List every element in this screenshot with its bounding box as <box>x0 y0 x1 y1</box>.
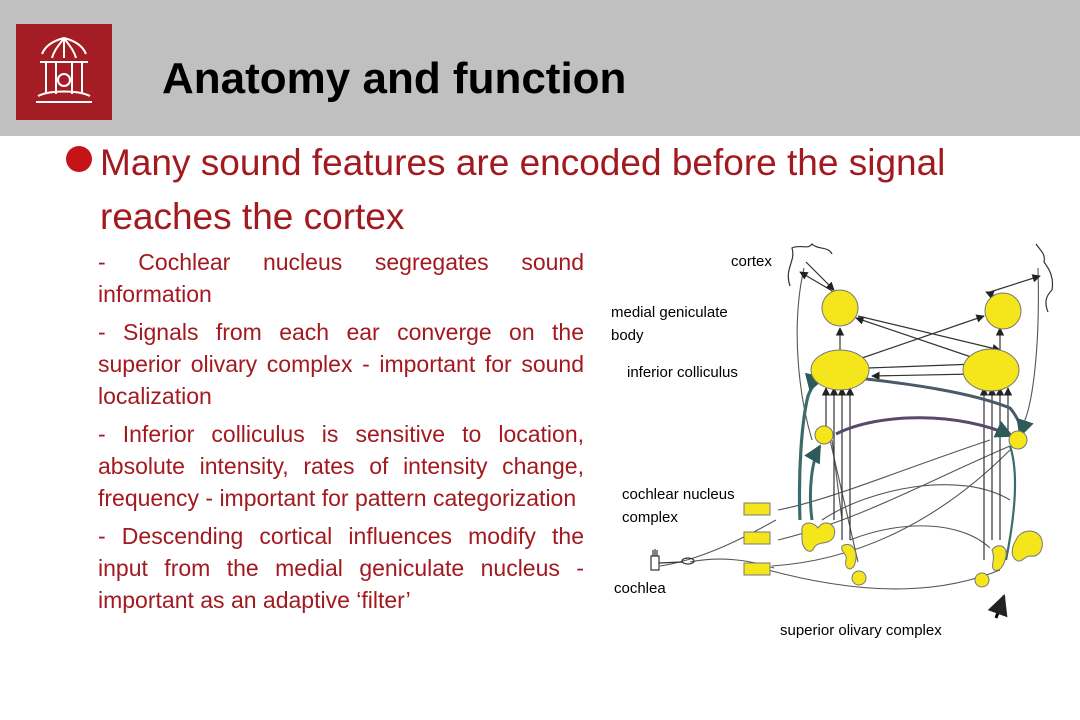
old-well-logo-icon <box>16 24 112 120</box>
ic-right-nucleus <box>962 348 1020 392</box>
pathway-teal-right <box>1004 445 1016 561</box>
ascending-lines <box>821 387 1013 560</box>
cortex-left-outline <box>787 243 833 287</box>
soc-pointer-arrow <box>987 594 1008 619</box>
slide-title: Anatomy and function <box>162 54 627 103</box>
label-cn-line2: complex <box>622 509 678 526</box>
cortex-right-outline <box>1035 243 1054 313</box>
label-cn-line1: cochlear nucleus <box>622 486 735 503</box>
nll-right-nucleus <box>1008 430 1028 450</box>
soc-right-crescent <box>991 545 1007 571</box>
main-bullet-text: Many sound features are encoded before t… <box>100 142 946 237</box>
nuclei-group <box>743 289 1028 588</box>
cn-box-1 <box>743 502 771 516</box>
nll-left-nucleus <box>814 425 834 445</box>
pathway-purple-cross <box>835 416 1014 438</box>
soc-left-shape <box>801 522 836 552</box>
soc-right-dot <box>974 572 990 588</box>
soc-left-dot <box>851 570 867 586</box>
subpoint-superior-olivary: - Signals from each ear converge on the … <box>98 319 584 409</box>
slide-header: Anatomy and function <box>0 0 1080 136</box>
subpoint-descending-influences: - Descending cortical influences modify … <box>98 523 584 613</box>
label-superior-olivary: superior olivary complex <box>780 622 942 639</box>
pathway-teal-lower <box>804 444 822 521</box>
bullet-dot-icon <box>66 146 92 172</box>
label-inferior-colliculus: inferior colliculus <box>627 364 738 381</box>
label-cochlea: cochlea <box>614 580 666 597</box>
cn-box-2 <box>743 531 771 545</box>
pathway-teal-cross <box>857 376 1034 438</box>
soc-right-shape <box>1011 530 1043 562</box>
subpoint-list: - Cochlear nucleus segregates sound info… <box>98 246 584 622</box>
soc-left-crescent <box>841 544 857 570</box>
auditory-pathway-diagram: cortex medial geniculate body inferior c… <box>611 243 1054 639</box>
mgb-right-nucleus <box>984 292 1022 330</box>
subpoint-inferior-colliculus: - Inferior colliculus is sensitive to lo… <box>98 421 584 511</box>
label-cortex: cortex <box>731 253 772 270</box>
ic-left-nucleus <box>810 349 870 391</box>
mgb-left-nucleus <box>821 289 859 327</box>
label-mgb-line1: medial geniculate <box>611 304 728 321</box>
label-mgb-line2: body <box>611 327 644 344</box>
subpoint-cochlear-nucleus: - Cochlear nucleus segregates sound info… <box>98 249 584 307</box>
cn-box-3 <box>743 562 771 576</box>
ic-to-mgb-lines <box>799 261 1041 381</box>
cochlea-hair-cell-icon <box>650 549 695 571</box>
